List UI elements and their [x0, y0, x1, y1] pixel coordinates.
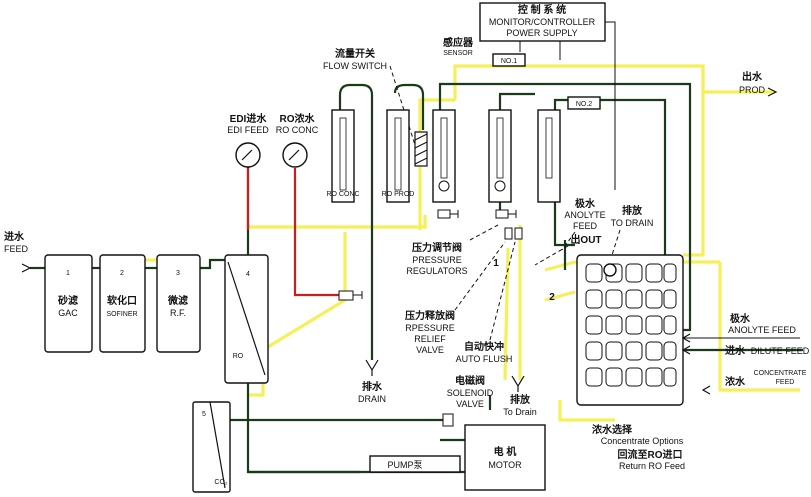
- concentrate-en: CONCENTRATE: [754, 370, 807, 377]
- options-cn: 浓水选择: [592, 423, 633, 436]
- tank-rf: 3 微滤 R.F.: [156, 254, 201, 353]
- svg-text:3: 3: [176, 270, 180, 277]
- svg-text:NO.1: NO.1: [501, 58, 517, 65]
- solenoid-en1: SOLENOID: [447, 388, 494, 398]
- marker-2: 2: [549, 292, 555, 303]
- flow-switch-label-en: FLOW SWITCH: [323, 61, 387, 71]
- regulator-valves: [437, 209, 523, 240]
- controller-power-label: POWER SUPPLY: [506, 28, 577, 38]
- drain-ro-cn: 排水: [362, 380, 383, 393]
- marker-1: 1: [493, 258, 499, 269]
- pressure-reg-label-en2: REGULATORS: [406, 266, 467, 276]
- prod-label-cn: 出水: [742, 70, 763, 83]
- svg-text:1: 1: [66, 270, 70, 277]
- meter-ro-prod: RO PROD: [382, 109, 415, 203]
- tank-ro: 4 RO: [224, 254, 269, 384]
- concentrate-en2: FEED: [776, 379, 795, 386]
- anolyte-right-en: ANOLYTE FEED: [728, 325, 796, 335]
- anolyte-top-en2: FEED: [573, 221, 598, 231]
- drain-symbol-ro: [365, 359, 379, 376]
- edi-feed-label-cn: EDI进水: [230, 112, 268, 125]
- anolyte-right-cn: 极水: [730, 312, 751, 325]
- anolyte-top-en: ANOLYTE: [564, 210, 605, 220]
- meter-anolyte: [537, 109, 561, 203]
- dilute-cn: 进水: [725, 344, 746, 357]
- feed-label-en: FEED: [4, 244, 29, 254]
- options-en: Concentrate Options: [601, 436, 684, 446]
- ro-conc-valve: [338, 290, 363, 301]
- drain-ro-en: DRAIN: [358, 394, 386, 404]
- no2-tag: NO.2: [567, 96, 601, 110]
- return-ro-en: Return RO Feed: [619, 461, 685, 471]
- drain-symbol-bottom: [511, 375, 525, 392]
- svg-text:SOFINER: SOFINER: [106, 311, 137, 318]
- svg-text:GAC: GAC: [58, 308, 78, 318]
- to-drain-bottom-cn: 排放: [510, 393, 531, 406]
- auto-flush-label-en: AUTO FLUSH: [456, 354, 513, 364]
- pressure-reg-label-en1: PRESSURE: [412, 255, 462, 265]
- svg-text:RO: RO: [233, 353, 244, 360]
- ro-conc-label-en: RO CONC: [276, 125, 319, 135]
- solenoid-cn: 电磁阀: [455, 374, 485, 387]
- solenoid-valve: [442, 413, 454, 427]
- svg-text:RO PROD: RO PROD: [382, 191, 415, 198]
- relief-label-cn: 压力释放阀: [405, 309, 455, 322]
- tank-co2: 5 CO₂: [192, 401, 231, 493]
- svg-text:R.F.: R.F.: [170, 308, 186, 318]
- tank-gac: 1 砂滤 GAC: [44, 254, 93, 353]
- to-drain-top-cn: 排放: [622, 204, 643, 217]
- controller-title-cn: 控 制 系 统: [518, 3, 566, 16]
- meter-sensor: [432, 109, 456, 203]
- svg-text:砂滤: 砂滤: [57, 294, 78, 307]
- edi-stack: [576, 254, 684, 406]
- svg-text:5: 5: [202, 411, 206, 418]
- svg-text:NO.2: NO.2: [576, 101, 592, 108]
- red-pipes: [246, 168, 340, 297]
- sensor-label-en: SENSOR: [443, 50, 473, 57]
- meter-ro-conc: RO CONC: [326, 109, 360, 203]
- svg-text:4: 4: [246, 271, 250, 278]
- anolyte-top-cn: 极水: [575, 197, 596, 210]
- svg-text:电 机: 电 机: [494, 445, 517, 458]
- svg-text:RO CONC: RO CONC: [326, 191, 359, 198]
- controller-title-en: MONITOR/CONTROLLER: [489, 17, 596, 27]
- relief-label-en2: RELIEF: [414, 334, 446, 344]
- relief-label-en1: RPESSURE: [405, 323, 455, 333]
- feed-label-cn: 进水: [4, 230, 25, 243]
- svg-text:2: 2: [120, 270, 124, 277]
- svg-text:MOTOR: MOTOR: [488, 460, 522, 470]
- motor-box: 电 机 MOTOR: [464, 424, 546, 491]
- relief-label-en3: VALVE: [416, 345, 444, 355]
- svg-text:软化口: 软化口: [107, 294, 137, 307]
- svg-text:CO₂: CO₂: [214, 479, 228, 486]
- sensor-label-cn: 感应器: [443, 36, 474, 49]
- return-ro-cn: 回流至RO进口: [618, 448, 683, 461]
- gauge-ro-conc: [282, 142, 308, 168]
- gauge-edi-feed: [235, 142, 261, 168]
- to-drain-top-en: TO DRAIN: [611, 218, 654, 228]
- tank-softener: 2 软化口 SOFINER: [99, 254, 146, 353]
- flow-switch-label-cn: 流量开关: [335, 47, 375, 60]
- ro-conc-label-cn: RO浓水: [280, 112, 316, 125]
- dilute-en: DILUTE FEED: [751, 346, 810, 356]
- pump-box: PUMP泵: [369, 455, 461, 473]
- to-drain-bottom-en: To Drain: [503, 407, 537, 417]
- out-label: 出OUT: [570, 233, 601, 246]
- no1-tag: NO.1: [492, 53, 526, 67]
- edi-feed-label-en: EDI FEED: [227, 125, 269, 135]
- prod-label-en: PROD: [739, 85, 766, 95]
- flow-switch: [414, 131, 428, 167]
- auto-flush-label-cn: 自动快冲: [464, 340, 504, 353]
- controller-box: 控 制 系 统 MONITOR/CONTROLLER POWER SUPPLY: [479, 2, 606, 42]
- svg-text:PUMP泵: PUMP泵: [387, 460, 422, 470]
- svg-text:微滤: 微滤: [167, 294, 188, 307]
- meter-center: [488, 109, 512, 203]
- solenoid-en2: VALVE: [456, 399, 484, 409]
- concentrate-cn: 浓水: [725, 375, 746, 388]
- pressure-reg-label-cn: 压力调节阀: [412, 241, 462, 254]
